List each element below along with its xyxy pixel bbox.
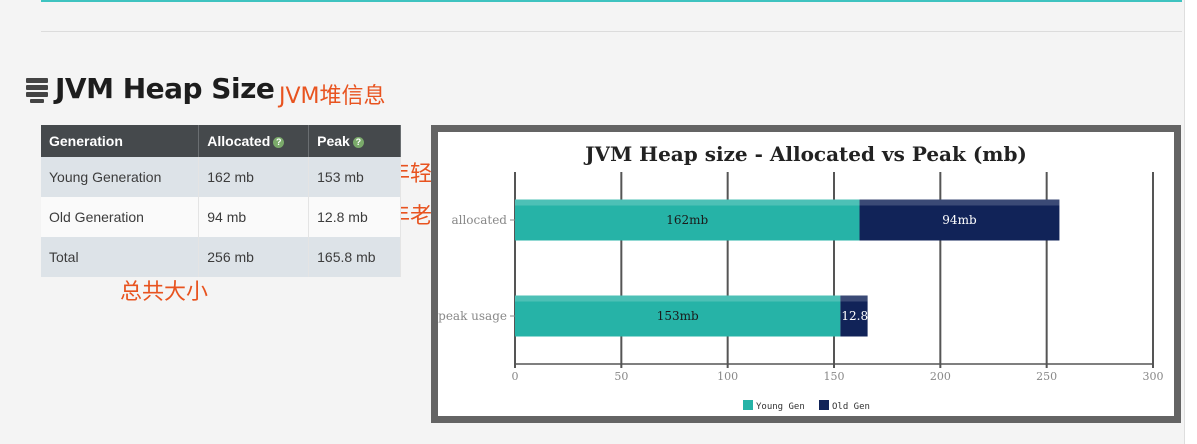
table-header-row: Generation Allocated? Peak? <box>41 125 401 157</box>
x-tick-label: 200 <box>930 370 951 383</box>
table-row: Old Generation 94 mb 12.8 mb <box>41 197 401 237</box>
top-accent-rule <box>41 0 1182 2</box>
chart-frame: JVM Heap size - Allocated vs Peak (mb) 0 5… <box>431 125 1181 423</box>
cell-generation: Total <box>41 237 200 277</box>
bar-value-label: 94mb <box>942 213 977 227</box>
bar-highlight <box>840 295 868 302</box>
heap-chart: JVM Heap size - Allocated vs Peak (mb) 0 5… <box>438 132 1174 416</box>
chart-title: JVM Heap size - Allocated vs Peak (mb) <box>583 142 1027 166</box>
legend-swatch <box>819 400 829 410</box>
bar-segment <box>515 295 841 337</box>
header-allocated: Allocated? <box>198 125 310 157</box>
cell-peak: 153 mb <box>308 157 401 197</box>
legend-swatch <box>743 400 753 410</box>
legend-label: Young Gen <box>756 402 805 412</box>
y-tick-label: allocated <box>451 213 507 227</box>
database-icon <box>26 75 48 103</box>
bar-segment <box>840 295 868 337</box>
legend-label: Old Gen <box>832 402 870 412</box>
y-tick-label: peak usage <box>438 309 507 323</box>
bar-segment <box>515 199 860 241</box>
x-tick-label: 150 <box>824 370 845 383</box>
cell-generation: Old Generation <box>41 197 200 237</box>
x-tick-label: 100 <box>717 370 738 383</box>
x-tick-label: 250 <box>1036 370 1057 383</box>
chart-svg: JVM Heap size - Allocated vs Peak (mb) 0 5… <box>438 142 1164 412</box>
x-tick-label: 0 <box>512 370 519 383</box>
bar-value-label: 162mb <box>666 213 708 227</box>
header-generation: Generation <box>41 125 200 157</box>
table-row: Total 256 mb 165.8 mb <box>41 237 401 277</box>
annotation-total: 总共大小 <box>120 280 209 305</box>
section-title: JVM Heap Size <box>55 72 275 105</box>
bar-highlight <box>859 199 1060 206</box>
cell-allocated: 94 mb <box>198 197 310 237</box>
section-header: JVM Heap Size <box>26 72 275 105</box>
x-tick-label: 50 <box>614 370 628 383</box>
bar-value-label: 153mb <box>657 309 699 323</box>
bar-highlight <box>515 295 841 302</box>
cell-peak: 12.8 mb <box>308 197 401 237</box>
table-row: Young Generation 162 mb 153 mb <box>41 157 401 197</box>
section-divider <box>41 31 1182 32</box>
heap-table: Generation Allocated? Peak? Young Genera… <box>41 125 401 277</box>
x-tick-label: 300 <box>1143 370 1164 383</box>
bar-value-label: 12.8mb <box>841 309 887 323</box>
cell-generation: Young Generation <box>41 157 200 197</box>
help-icon[interactable]: ? <box>352 136 364 148</box>
cell-allocated: 162 mb <box>198 157 310 197</box>
bar-segment <box>859 199 1060 241</box>
scrollbar-track[interactable] <box>1184 0 1197 444</box>
annotation-title: JVM堆信息 <box>279 84 386 109</box>
cell-peak: 165.8 mb <box>308 237 401 277</box>
help-icon[interactable]: ? <box>273 136 285 148</box>
header-peak: Peak? <box>308 125 401 157</box>
cell-allocated: 256 mb <box>198 237 310 277</box>
bar-highlight <box>515 199 860 206</box>
